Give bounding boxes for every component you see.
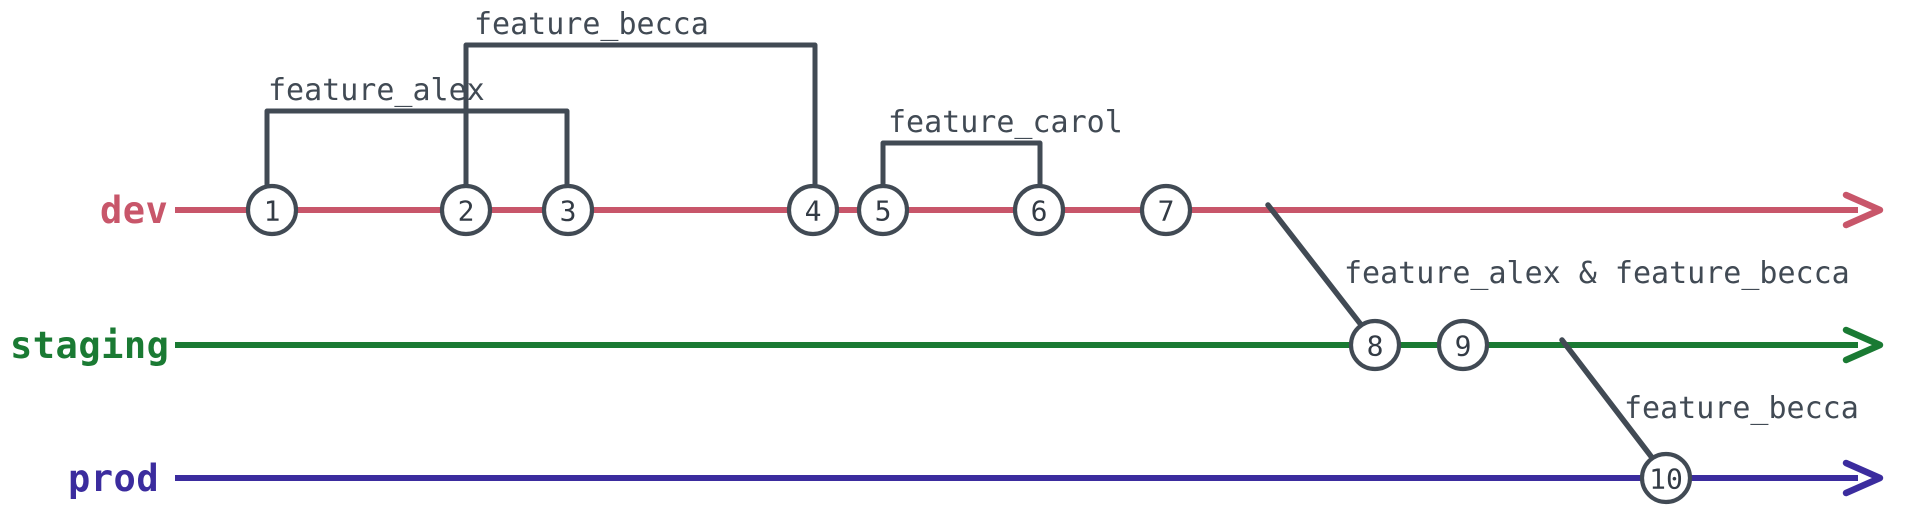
branch-line-staging[interactable] — [175, 326, 1884, 364]
commit-circle-10 — [1639, 451, 1693, 505]
commit-node-2[interactable]: 2 — [439, 183, 493, 237]
commit-number-2: 2 — [458, 195, 475, 228]
commit-circle-8 — [1348, 318, 1402, 372]
commit-node-1[interactable]: 1 — [245, 183, 299, 237]
feature-label-feature_alex: feature_alex — [268, 73, 485, 108]
merge-connector-dev-to-staging[interactable] — [1265, 202, 1372, 338]
bracket-path-feature_alex — [264, 108, 570, 195]
bracket-path-feature_becca — [463, 42, 818, 195]
commit-circle-1 — [245, 183, 299, 237]
commit-circle-2 — [439, 183, 493, 237]
commit-node-10[interactable]: 10 — [1639, 451, 1693, 505]
branch-line-prod[interactable] — [175, 459, 1884, 497]
feature-bracket-feature_becca[interactable] — [463, 42, 818, 195]
commit-number-10: 10 — [1649, 463, 1683, 496]
commit-circle-4 — [786, 183, 840, 237]
feature-bracket-feature_carol[interactable] — [880, 140, 1043, 195]
merge-label-dev-to-staging: feature_alex & feature_becca — [1344, 256, 1850, 291]
commit-node-9[interactable]: 9 — [1436, 318, 1490, 372]
commit-circle-9 — [1436, 318, 1490, 372]
feature-label-feature_carol: feature_carol — [888, 105, 1123, 140]
branch-label-staging[interactable]: staging — [10, 324, 169, 367]
commit-number-9: 9 — [1455, 330, 1472, 363]
merge-label-staging-to-prod: feature_becca — [1624, 391, 1859, 426]
commit-node-8[interactable]: 8 — [1348, 318, 1402, 372]
commit-node-3[interactable]: 3 — [541, 183, 595, 237]
commit-number-8: 8 — [1367, 330, 1384, 363]
commit-number-1: 1 — [264, 195, 281, 228]
label-layer: devstagingprodfeature_alexfeature_beccaf… — [10, 7, 1859, 500]
merge-connector-layer — [1265, 202, 1663, 471]
commit-number-7: 7 — [1158, 195, 1175, 228]
commit-number-3: 3 — [560, 195, 577, 228]
branch-label-dev[interactable]: dev — [100, 189, 168, 232]
feature-bracket-layer — [264, 42, 1043, 195]
commit-node-5[interactable]: 5 — [856, 183, 910, 237]
commit-circle-7 — [1139, 183, 1193, 237]
commit-circle-3 — [541, 183, 595, 237]
commit-node-7[interactable]: 7 — [1139, 183, 1193, 237]
branch-arrowhead-staging — [1842, 326, 1884, 364]
branch-arrowhead-prod — [1842, 459, 1884, 497]
feature-bracket-feature_alex[interactable] — [264, 108, 570, 195]
branch-lines-layer — [175, 191, 1884, 497]
branch-arrowhead-dev — [1842, 191, 1884, 229]
commit-node-4[interactable]: 4 — [786, 183, 840, 237]
commit-circle-5 — [856, 183, 910, 237]
merge-connector-staging-to-prod[interactable] — [1559, 337, 1663, 471]
commit-number-5: 5 — [875, 195, 892, 228]
feature-label-feature_becca: feature_becca — [474, 7, 709, 42]
commit-number-4: 4 — [805, 195, 822, 228]
commit-node-6[interactable]: 6 — [1012, 183, 1066, 237]
branch-label-prod[interactable]: prod — [68, 457, 159, 500]
commit-number-6: 6 — [1031, 195, 1048, 228]
commit-node-layer: 1 2 3 4 5 6 7 8 9 10 — [245, 183, 1693, 505]
commit-circle-6 — [1012, 183, 1066, 237]
bracket-path-feature_carol — [880, 140, 1043, 195]
